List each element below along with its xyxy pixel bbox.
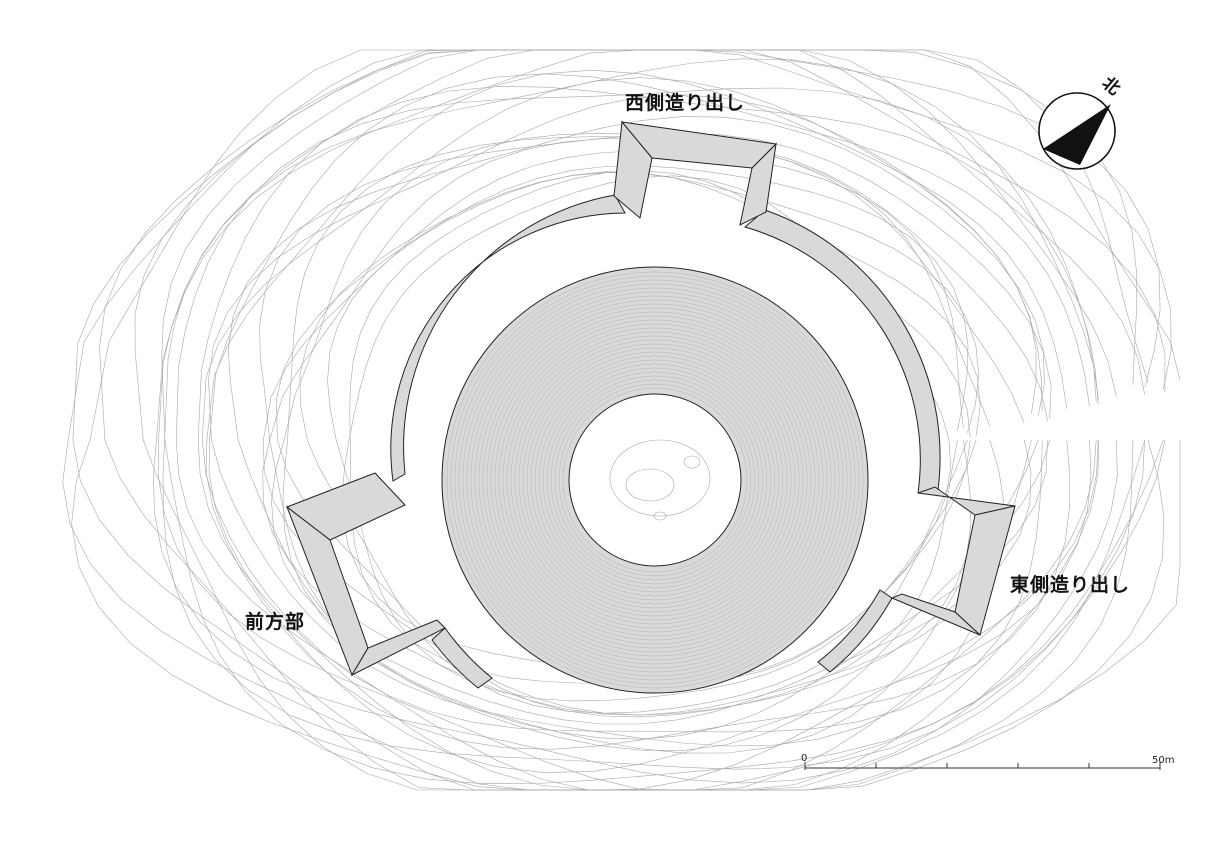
mound-contour (534, 359, 776, 601)
mound-contour (486, 311, 824, 649)
mound-contour (546, 371, 764, 589)
mound-contour (554, 379, 756, 581)
mound-contour (526, 351, 784, 609)
contour-line (99, 49, 1161, 791)
mound-contour (510, 335, 800, 625)
contour-line (271, 132, 1032, 725)
contour-line (72, 49, 1137, 791)
north-arrow-icon (1038, 92, 1116, 170)
contour-line (275, 165, 969, 718)
mound-contour (542, 367, 768, 593)
east-projection-label: 東側造り出し (1010, 574, 1131, 596)
terrain-contours (62, 49, 1181, 791)
front-part-outline (285, 472, 446, 677)
contour-line (341, 175, 952, 682)
contour-line (62, 49, 1165, 791)
mound-contour (530, 355, 780, 605)
mound-contour (514, 339, 796, 621)
mound-contour (522, 347, 788, 613)
west-projection (613, 120, 778, 226)
contour-line (161, 49, 1166, 785)
contour-line (134, 49, 1172, 791)
mound-contour (538, 363, 772, 597)
mound-contour (466, 291, 844, 669)
outer-terrace (390, 194, 941, 689)
mound-contour (502, 327, 808, 633)
mound-contour (518, 343, 792, 617)
contour-line (201, 77, 1043, 733)
mound-contour (506, 331, 804, 629)
contour-line (152, 49, 1118, 784)
mound-contour (562, 387, 748, 573)
mound-contour (470, 295, 840, 665)
mound-contour (550, 375, 760, 585)
mound-contour (458, 283, 852, 677)
mound-contour (498, 323, 812, 637)
contour-line (197, 86, 1099, 791)
contour-line (71, 49, 1181, 791)
mound-contour (450, 275, 860, 685)
contour-line (299, 172, 980, 714)
mound-contour (494, 319, 816, 641)
mound-contour (454, 279, 856, 681)
scale-bar (804, 762, 1161, 770)
west-projection-label: 西側造り出し (625, 92, 746, 114)
mound-contour (482, 307, 828, 653)
mound-contour (490, 315, 820, 645)
mound-contour (474, 299, 836, 661)
front-part-label: 前方部 (245, 611, 306, 633)
mound-contour (558, 383, 752, 577)
contour-line (227, 116, 1045, 754)
contour-line (208, 73, 1092, 773)
east-projection (890, 486, 1016, 636)
contour-line (175, 87, 1097, 791)
scale-start-label: 0 (801, 753, 808, 764)
mound-contour (478, 303, 832, 657)
main-mound (441, 266, 869, 694)
contour-line (282, 136, 1048, 740)
mound-contour (462, 287, 848, 673)
scale-end-label: 50m (1152, 755, 1175, 766)
mound-contour (446, 271, 864, 689)
contour-line (263, 150, 972, 716)
contour-line (208, 94, 1037, 747)
contour-line (259, 132, 1052, 751)
contour-line (206, 69, 1070, 750)
